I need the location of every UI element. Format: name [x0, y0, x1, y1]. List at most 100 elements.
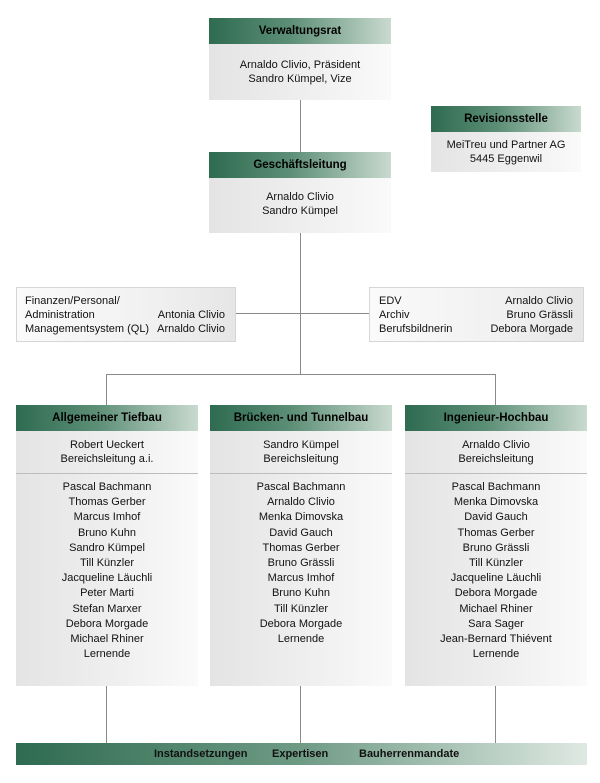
department-box-tiefbau: Allgemeiner Tiefbau Robert Ueckert Berei… [16, 405, 198, 686]
management-box: Geschäftsleitung Arnaldo Clivio Sandro K… [209, 152, 391, 233]
department-members: Pascal Bachmann Menka Dimovska David Gau… [405, 473, 587, 686]
connector-dept3-footer [495, 686, 496, 743]
management-body: Arnaldo Clivio Sandro Kümpel [209, 178, 391, 233]
staff-person: Arnaldo Clivio [157, 323, 225, 335]
department-members: Pascal Bachmann Arnaldo Clivio Menka Dim… [210, 473, 392, 686]
service-item: Bauherrenmandate [359, 748, 460, 760]
connector-dept1-footer [106, 686, 107, 743]
member: Marcus Imhof [267, 572, 335, 585]
board-box: Verwaltungsrat Arnaldo Clivio, Präsident… [209, 18, 391, 100]
board-body: Arnaldo Clivio, Präsident Sandro Kümpel,… [209, 44, 391, 100]
connector-board-management [300, 100, 301, 152]
department-box-brueckenbau: Brücken- und Tunnelbau Sandro Kümpel Ber… [210, 405, 392, 686]
member: David Gauch [269, 526, 333, 539]
member: Debora Morgade [259, 617, 343, 630]
department-title: Ingenieur-Hochbau [405, 405, 587, 431]
member: Thomas Gerber [68, 496, 146, 509]
lead-name: Robert Ueckert [70, 439, 144, 451]
staff-function: Berufsbildnerin [379, 323, 453, 335]
staff-person: Arnaldo Clivio [505, 295, 573, 307]
staff-function: EDV [379, 295, 402, 307]
staff-row: Finanzen/Personal/ [17, 294, 235, 308]
board-line: Sandro Kümpel, Vize [248, 73, 352, 85]
member: Debora Morgade [454, 587, 538, 600]
service-item: Expertisen [272, 748, 329, 760]
lead-role: Bereichsleitung [263, 453, 339, 465]
connector-management-trunk [300, 233, 301, 375]
member: Pascal Bachmann [451, 481, 541, 493]
lead-name: Arnaldo Clivio [462, 439, 530, 451]
management-line: Sandro Kümpel [262, 205, 338, 217]
member: Till Künzler [469, 557, 523, 570]
connector-departments-horizontal [106, 374, 496, 375]
audit-line: MeiTreu und Partner AG [446, 139, 566, 151]
audit-line: 5445 Eggenwil [469, 153, 543, 165]
staff-function: Finanzen/Personal/ [25, 295, 120, 307]
lead-role: Bereichsleitung a.i. [60, 453, 154, 465]
member: Thomas Gerber [262, 541, 340, 554]
member: Arnaldo Clivio [267, 496, 335, 509]
member: Marcus Imhof [73, 511, 141, 524]
member: David Gauch [464, 511, 528, 524]
member: Till Künzler [274, 602, 328, 615]
staff-left-box: Finanzen/Personal/ Administration Antoni… [16, 287, 236, 342]
board-line: Arnaldo Clivio, Präsident [239, 59, 361, 71]
member: Bruno Grässli [267, 557, 335, 570]
department-box-hochbau: Ingenieur-Hochbau Arnaldo Clivio Bereich… [405, 405, 587, 686]
staff-row: Berufsbildnerin Debora Morgade [370, 322, 583, 336]
board-title: Verwaltungsrat [209, 18, 391, 44]
member: Lernende [277, 633, 325, 646]
member: Thomas Gerber [457, 526, 535, 539]
member: Jacqueline Läuchli [450, 572, 542, 585]
department-lead: Sandro Kümpel Bereichsleitung [210, 431, 392, 473]
member: Peter Marti [80, 587, 134, 600]
member: Bruno Grässli [462, 541, 530, 554]
member: Lernende [83, 648, 131, 661]
member: Jacqueline Läuchli [61, 572, 153, 585]
lead-name: Sandro Kümpel [263, 439, 339, 451]
member: Sandro Kümpel [69, 541, 145, 554]
audit-title: Revisionsstelle [431, 106, 581, 132]
staff-person: Bruno Grässli [506, 309, 573, 321]
services-bar: Instandsetzungen Expertisen Bauherrenman… [16, 743, 587, 765]
staff-row: EDV Arnaldo Clivio [370, 294, 583, 308]
member: Lernende [472, 648, 520, 661]
department-lead: Robert Ueckert Bereichsleitung a.i. [16, 431, 198, 473]
audit-box: Revisionsstelle MeiTreu und Partner AG 5… [431, 106, 581, 172]
staff-right-box: EDV Arnaldo Clivio Archiv Bruno Grässli … [369, 287, 584, 342]
staff-row: Administration Antonia Clivio [17, 308, 235, 322]
staff-function: Managementsystem (QL) [25, 323, 150, 335]
audit-body: MeiTreu und Partner AG 5445 Eggenwil [431, 132, 581, 172]
member: Debora Morgade [65, 617, 149, 630]
member: Sara Sager [468, 617, 524, 630]
management-title: Geschäftsleitung [209, 152, 391, 178]
member: Menka Dimovska [258, 511, 344, 524]
member: Till Künzler [80, 557, 134, 570]
staff-row: Managementsystem (QL) Arnaldo Clivio [17, 322, 235, 336]
connector-dept2-footer [300, 686, 301, 743]
staff-person: Antonia Clivio [157, 309, 225, 321]
connector-dept3-drop [495, 374, 496, 405]
staff-function: Administration [25, 309, 95, 321]
staff-row: Archiv Bruno Grässli [370, 308, 583, 322]
member: Menka Dimovska [453, 496, 539, 509]
connector-dept1-drop [106, 374, 107, 405]
management-line: Arnaldo Clivio [266, 191, 334, 203]
member: Jean-Bernard Thiévent [440, 633, 552, 646]
member: Stefan Marxer [72, 602, 142, 615]
staff-person: Debora Morgade [490, 323, 573, 335]
department-title: Brücken- und Tunnelbau [210, 405, 392, 431]
connector-staff-horizontal [236, 313, 369, 314]
member: Michael Rhiner [70, 633, 144, 646]
service-item: Instandsetzungen [154, 748, 248, 760]
department-members: Pascal Bachmann Thomas Gerber Marcus Imh… [16, 473, 198, 686]
member: Pascal Bachmann [256, 481, 346, 493]
department-title: Allgemeiner Tiefbau [16, 405, 198, 431]
department-lead: Arnaldo Clivio Bereichsleitung [405, 431, 587, 473]
member: Bruno Kuhn [77, 526, 137, 539]
member: Michael Rhiner [459, 602, 533, 615]
member: Pascal Bachmann [62, 481, 152, 493]
staff-function: Archiv [379, 309, 410, 321]
member: Bruno Kuhn [271, 587, 331, 600]
lead-role: Bereichsleitung [458, 453, 534, 465]
